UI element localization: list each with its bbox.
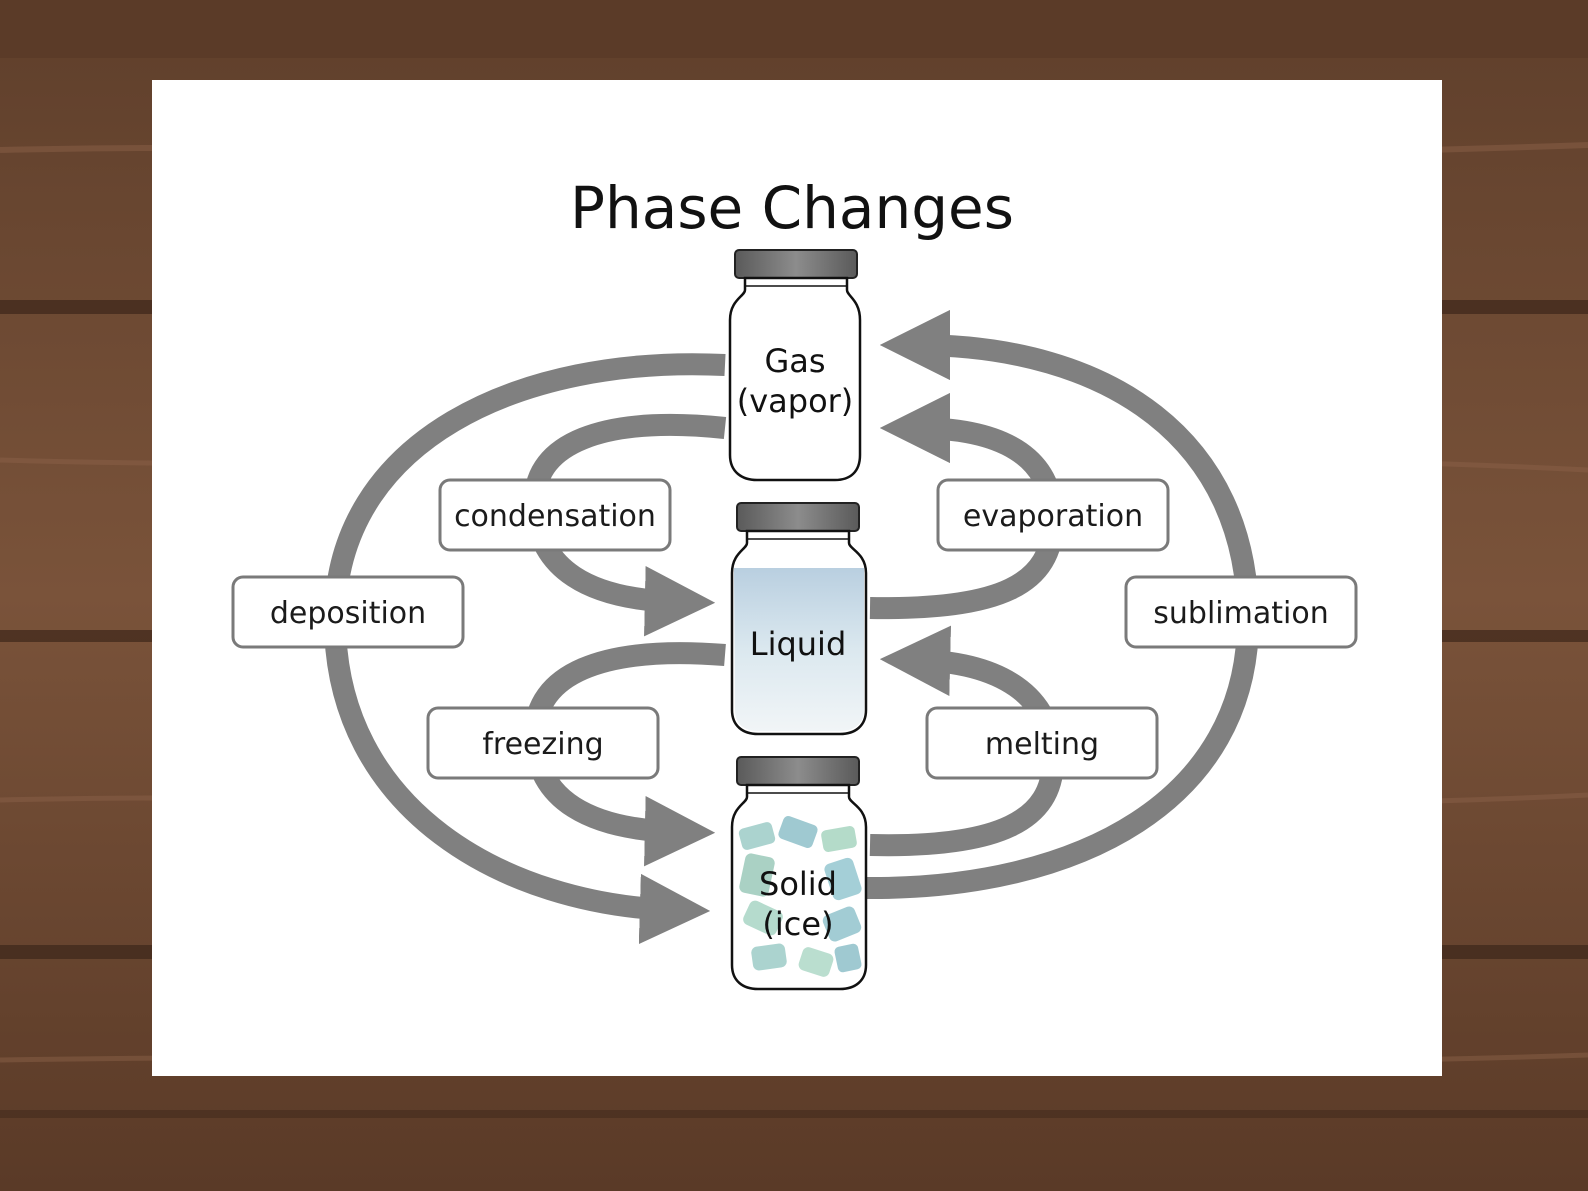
label-freezing: freezing xyxy=(426,706,660,780)
solid-label-line2: (ice) xyxy=(762,905,833,943)
label-freezing-text: freezing xyxy=(482,727,603,762)
label-melting: melting xyxy=(925,706,1159,780)
page-title: Phase Changes xyxy=(570,174,1014,242)
label-condensation: condensation xyxy=(438,478,672,552)
label-sublimation-text: sublimation xyxy=(1153,596,1328,631)
gas-jar: Gas (vapor) xyxy=(728,249,862,482)
liquid-jar-lid xyxy=(736,502,860,532)
ice-cubes xyxy=(738,815,862,977)
liquid-jar: Liquid xyxy=(730,502,868,736)
liquid-label: Liquid xyxy=(750,625,847,663)
gas-jar-lid xyxy=(734,249,858,279)
solid-label-line1: Solid xyxy=(759,865,837,903)
label-evaporation-text: evaporation xyxy=(963,499,1143,534)
gas-label-line1: Gas xyxy=(764,342,825,380)
label-deposition-text: deposition xyxy=(270,596,426,631)
label-condensation-text: condensation xyxy=(454,499,656,534)
solid-jar: Solid (ice) xyxy=(730,756,868,991)
label-sublimation: sublimation xyxy=(1124,575,1358,649)
label-evaporation: evaporation xyxy=(936,478,1170,552)
gas-label-line2: (vapor) xyxy=(737,382,854,420)
solid-jar-lid xyxy=(736,756,860,786)
label-deposition: deposition xyxy=(231,575,465,649)
label-melting-text: melting xyxy=(985,727,1099,762)
